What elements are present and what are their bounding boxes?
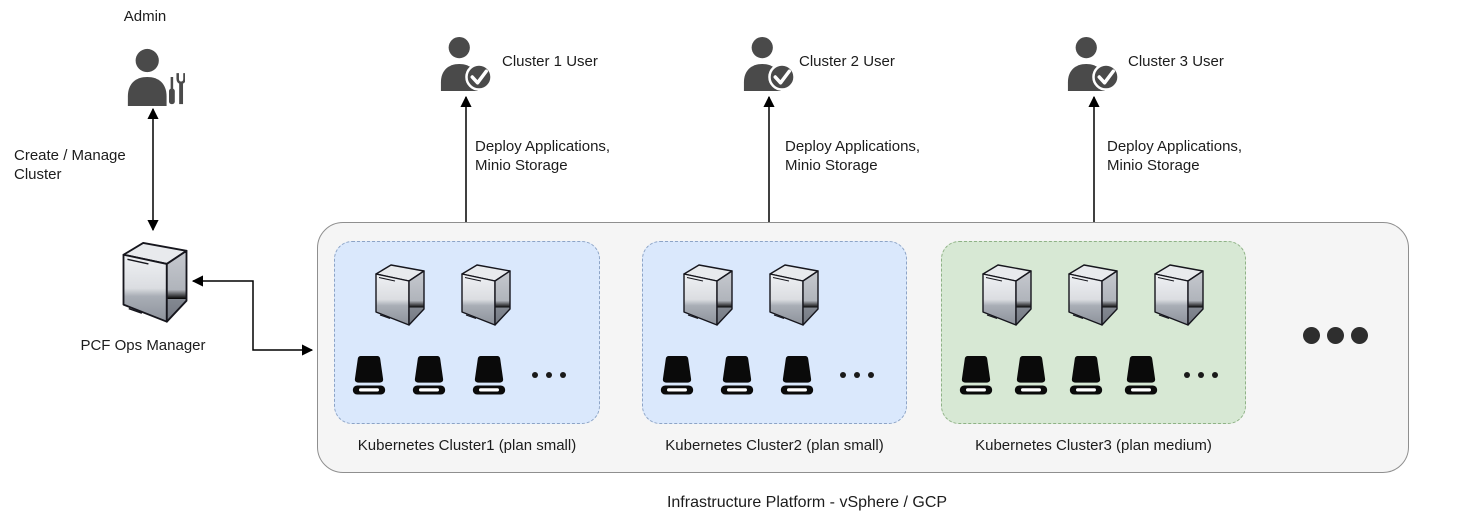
more-storage-ellipsis	[532, 372, 566, 378]
disk-storage-icon	[658, 355, 696, 395]
server-icons-row	[335, 242, 599, 326]
pcf-ops-manager-server-icon	[122, 239, 188, 323]
disk-storage-icon	[350, 355, 388, 395]
user-check-icon	[742, 36, 796, 92]
disk-storage-icon	[1122, 355, 1160, 395]
server-3d-icon	[375, 262, 425, 326]
server-3d-icon	[1068, 262, 1118, 326]
server-3d-icon	[461, 262, 511, 326]
server-3d-icon	[1154, 262, 1204, 326]
server-3d-icon	[982, 262, 1032, 326]
storage-icons-row	[335, 326, 599, 395]
more-storage-ellipsis	[1184, 372, 1218, 378]
kubernetes-cluster3-box	[941, 241, 1246, 424]
cluster2-user-action-label: Deploy Applications, Minio Storage	[785, 138, 921, 174]
disk-storage-icon	[778, 355, 816, 395]
cluster1-user-label: Cluster 1 User	[502, 53, 598, 70]
kubernetes-cluster2-box	[642, 241, 907, 424]
disk-storage-icon	[1012, 355, 1050, 395]
create-manage-cluster-label: Create / Manage Cluster	[14, 147, 126, 183]
storage-icons-row	[942, 326, 1245, 395]
user-check-icon	[439, 36, 493, 92]
disk-storage-icon	[410, 355, 448, 395]
kubernetes-cluster3-label: Kubernetes Cluster3 (plan medium)	[975, 437, 1212, 454]
infrastructure-platform-label: Infrastructure Platform - vSphere / GCP	[666, 494, 948, 511]
kubernetes-cluster2-label: Kubernetes Cluster2 (plan small)	[665, 437, 884, 454]
pcf-ops-manager-label: PCF Ops Manager	[80, 337, 206, 354]
server-3d-icon	[683, 262, 733, 326]
disk-storage-icon	[957, 355, 995, 395]
kubernetes-cluster1-label: Kubernetes Cluster1 (plan small)	[357, 437, 577, 454]
user-check-icon	[1066, 36, 1120, 92]
cluster3-user-action-label: Deploy Applications, Minio Storage	[1107, 138, 1243, 174]
kubernetes-cluster1-box	[334, 241, 600, 424]
storage-icons-row	[643, 326, 906, 395]
disk-storage-icon	[718, 355, 756, 395]
cluster3-user-label: Cluster 3 User	[1128, 53, 1224, 70]
cluster2-user-label: Cluster 2 User	[799, 53, 895, 70]
cluster1-user-action-label: Deploy Applications, Minio Storage	[475, 138, 611, 174]
server-icons-row	[643, 242, 906, 326]
more-storage-ellipsis	[840, 372, 874, 378]
server-icons-row	[942, 242, 1245, 326]
admin-user-tools-icon	[123, 47, 185, 107]
server-3d-icon	[769, 262, 819, 326]
more-clusters-ellipsis	[1303, 327, 1368, 344]
disk-storage-icon	[470, 355, 508, 395]
disk-storage-icon	[1067, 355, 1105, 395]
admin-label: Admin	[123, 8, 167, 25]
